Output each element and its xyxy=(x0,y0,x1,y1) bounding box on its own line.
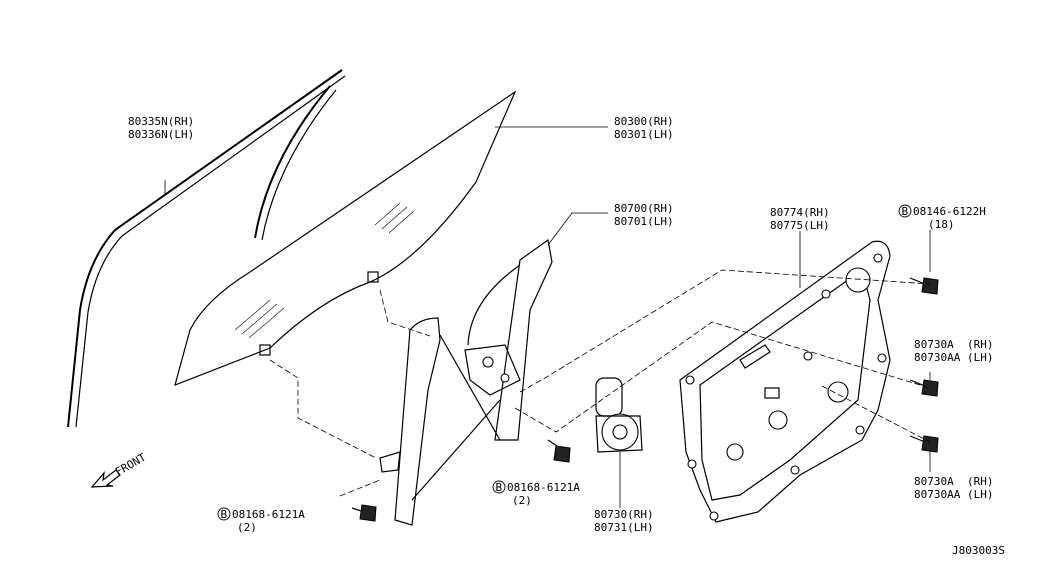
glass-part-label: 80300(RH) 80301(LH) xyxy=(614,115,680,141)
door-glass xyxy=(174,90,517,386)
bolt-top-right-icon xyxy=(909,277,939,295)
bolt-symbol-center-icon: B xyxy=(492,480,506,494)
bolt-left-part-label: 08168-6121A (2) xyxy=(232,508,311,534)
bolt-symbol-top-icon: B xyxy=(898,204,912,218)
module-part-label: 80774(RH) 80775(LH) xyxy=(770,206,836,232)
bolt-right-2-part-label: 80730A (RH) 80730AA (LH) xyxy=(914,475,1027,501)
bolt-top-part-label: 08146-6122H (18) xyxy=(913,205,992,231)
svg-text:B: B xyxy=(496,481,503,494)
diagram-code: J803003S xyxy=(952,544,1005,557)
svg-text:B: B xyxy=(221,508,228,521)
bolt-center-part-label: 08168-6121A (2) xyxy=(507,481,586,507)
alignment-lines xyxy=(269,269,931,497)
regulator-part-label: 80700(RH) 80701(LH) xyxy=(614,202,680,228)
bolt-symbol-left-icon: B xyxy=(217,507,231,521)
front-direction-arrow: FRONT xyxy=(90,451,149,488)
window-motor xyxy=(595,377,643,453)
bolt-left-icon xyxy=(351,504,377,522)
svg-text:B: B xyxy=(902,205,909,218)
front-label: FRONT xyxy=(113,451,149,479)
door-module-panel xyxy=(679,240,891,523)
motor-part-label: 80730(RH) 80731(LH) xyxy=(594,508,660,534)
bolt-right-1-part-label: 80730A (RH) 80730AA (LH) xyxy=(914,338,1027,364)
window-regulator xyxy=(379,238,553,526)
bolt-center-icon xyxy=(547,439,571,463)
seal-part-label: 80335N(RH) 80336N(LH) xyxy=(128,115,201,141)
bolt-right-2-icon xyxy=(909,435,939,453)
glass-run-seal xyxy=(67,69,346,428)
bolt-right-1-icon xyxy=(909,379,939,397)
leader-lines xyxy=(164,126,931,508)
